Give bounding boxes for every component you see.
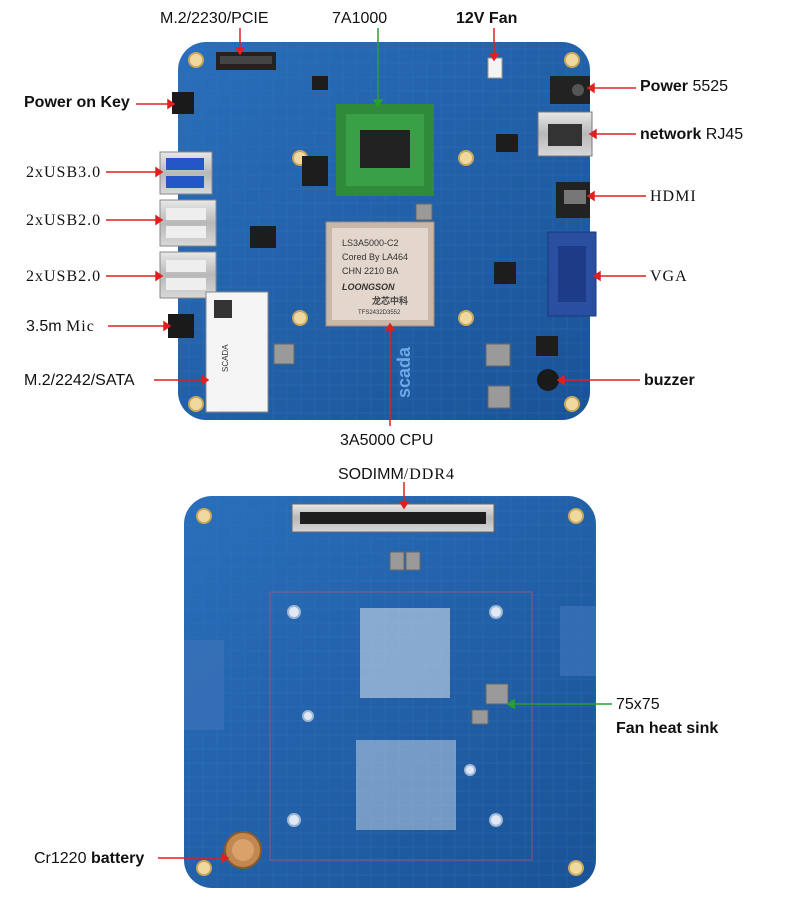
ssd-brand: SCADA xyxy=(221,344,230,372)
mic-jack xyxy=(168,314,194,338)
bga-pad-area xyxy=(360,608,450,698)
label-usb3: 2xUSB3.0 xyxy=(26,164,102,181)
mounting-holes-bottom xyxy=(196,508,584,876)
fan-header xyxy=(487,57,503,79)
cpu-brand: LOONGSON xyxy=(342,282,395,292)
label-power-on-key: Power on Key xyxy=(24,94,130,111)
label-usb2-b: 2xUSB2.0 xyxy=(26,268,102,285)
label-mic-suffix: Mic xyxy=(66,318,95,335)
label-m2-sata: M.2/2242/SATA xyxy=(24,372,135,389)
label-battery: Cr1220 battery xyxy=(34,850,144,868)
bottom-board xyxy=(184,496,596,888)
label-network-code: RJ45 xyxy=(705,126,744,143)
callout-lines xyxy=(106,28,646,864)
label-sodimm-a: SODIMM xyxy=(338,466,404,483)
label-power-bold: Power xyxy=(640,78,689,95)
cpu-line-1: LS3A5000-C2 xyxy=(342,238,399,248)
inductors-top xyxy=(273,203,511,409)
label-sodimm-b: /DDR4 xyxy=(403,466,456,483)
usb2-ports-a xyxy=(159,199,217,247)
label-fan-heat-sink: Fan heat sink xyxy=(616,720,719,737)
label-power: Power 5525 xyxy=(640,78,728,96)
label-battery-word: battery xyxy=(90,850,145,867)
label-hdmi: HDMI xyxy=(650,188,697,205)
label-mic: 3.5m Mic xyxy=(26,318,95,336)
label-battery-code: Cr1220 xyxy=(34,850,87,867)
inductors-bottom xyxy=(389,551,509,725)
label-fan-size: 75x75 xyxy=(616,696,660,713)
label-chipset: 7A1000 xyxy=(332,10,388,27)
misc-chips-top xyxy=(250,76,558,356)
usb2-ports-b xyxy=(159,251,217,299)
label-power-code: 5525 xyxy=(692,78,729,95)
cpu-serial: TFS2432D3552 xyxy=(358,310,401,316)
heatsink-holes xyxy=(287,605,503,827)
board-mark: scada xyxy=(394,346,414,398)
label-network-bold: network xyxy=(640,126,702,143)
top-board: SCADA scada xyxy=(159,42,597,420)
label-usb2-a: 2xUSB2.0 xyxy=(26,212,102,229)
power-key-header xyxy=(172,92,194,114)
label-network: network RJ45 xyxy=(640,126,743,144)
label-m2-pcie: M.2/2230/PCIE xyxy=(160,10,269,27)
buzzer-part xyxy=(537,369,559,391)
cpu-line-2: Cored By LA464 xyxy=(342,252,408,262)
label-cpu: 3A5000 CPU xyxy=(340,432,434,449)
cpu-line-3: CHN 2210 BA xyxy=(342,266,399,276)
cpu-marking: LS3A5000-C2 Cored By LA464 CHN 2210 BA L… xyxy=(342,238,408,316)
label-mic-prefix: 3.5m xyxy=(26,318,62,335)
label-buzzer: buzzer xyxy=(644,372,695,389)
label-12v-fan: 12V Fan xyxy=(456,10,518,27)
label-sodimm: SODIMM/DDR4 xyxy=(338,466,455,484)
cpu-brand-cn: 龙芯中科 xyxy=(371,295,408,306)
mounting-holes-top xyxy=(188,52,580,412)
label-vga: VGA xyxy=(650,268,688,285)
